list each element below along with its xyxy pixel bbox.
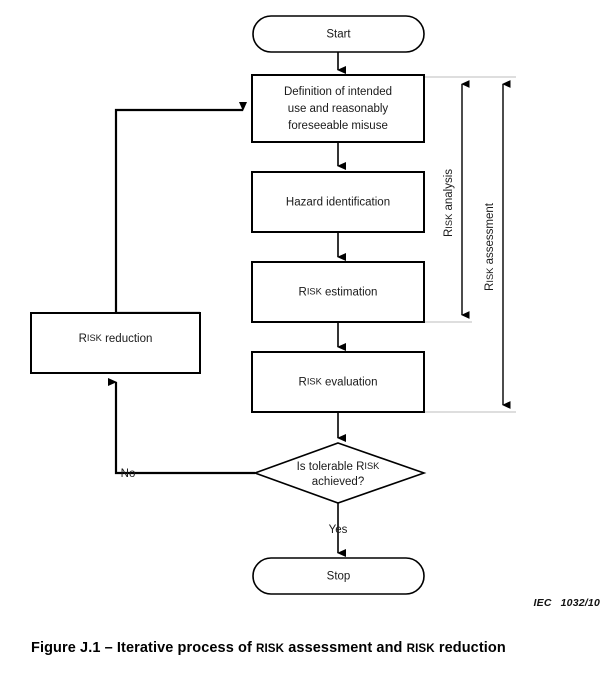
bracket-label-risk-assessment: RISK assessment [484,202,496,291]
caption-suffix: reduction [434,640,506,656]
node-definition-line-2: use and reasonably [288,103,389,115]
edge-label-yes: Yes [329,524,348,536]
node-decision-line-2: achieved? [312,476,364,488]
node-stop-label: Stop [327,571,351,583]
node-definition[interactable]: Definition of intended use and reasonabl… [251,74,425,143]
node-risk-evaluation-shape [251,351,425,413]
iec-label: IEC [533,597,552,609]
node-risk-reduction-shape [30,312,201,374]
node-decision-shape [252,442,427,504]
node-decision-tolerable-risk[interactable]: Is tolerable RISK achieved? [252,442,427,504]
figure-caption: Figure J.1 – Iterative process of RISK a… [31,640,591,656]
node-hazard-label: Hazard identification [286,197,390,209]
iec-number: 1032/10 [560,597,600,609]
node-hazard-shape [251,171,425,233]
caption-prefix: Figure J.1 – Iterative process of [31,640,257,656]
node-start[interactable]: Start [252,15,425,53]
node-risk-reduction-label: RISK reduction [79,333,153,345]
node-stop-shape [252,557,425,595]
node-start-label: Start [326,29,351,41]
node-definition-line-1: Definition of intended [284,86,392,98]
edge-label-no: No [121,468,136,480]
node-risk-estimation-label: RISK estimation [299,287,378,299]
node-risk-estimation-shape [251,261,425,323]
caption-mid: assessment and [284,640,407,656]
node-risk-estimation[interactable]: RISK estimation [251,261,425,323]
connector-reduction-to-definition [114,102,247,315]
node-risk-evaluation-label: RISK evaluation [299,377,378,389]
node-start-shape [252,15,425,53]
bracket-label-risk-analysis: RISK analysis [443,169,455,237]
iec-source-tag: IEC 1032/10 [534,597,600,609]
node-risk-reduction[interactable]: RISK reduction [30,312,201,374]
node-decision-line-1: Is tolerable RISK [297,461,381,473]
node-definition-line-3: foreseeable misuse [288,120,388,132]
node-definition-shape [251,74,425,143]
node-risk-evaluation[interactable]: RISK evaluation [251,351,425,413]
connector-no-to-reduction [108,378,255,475]
node-stop[interactable]: Stop [252,557,425,595]
node-hazard[interactable]: Hazard identification [251,171,425,233]
caption-risk-2: RISK [406,642,435,655]
caption-risk-1: RISK [256,642,285,655]
